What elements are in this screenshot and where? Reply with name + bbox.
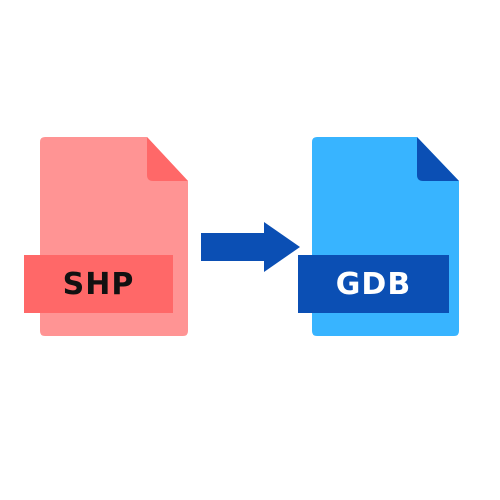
target-file-band [298,255,449,313]
source-file-fold [147,137,188,181]
target-file-fold [417,137,459,181]
source-format-label: SHP [62,266,135,302]
source-file-band [24,255,173,313]
target-format-label: GDB [335,266,412,302]
